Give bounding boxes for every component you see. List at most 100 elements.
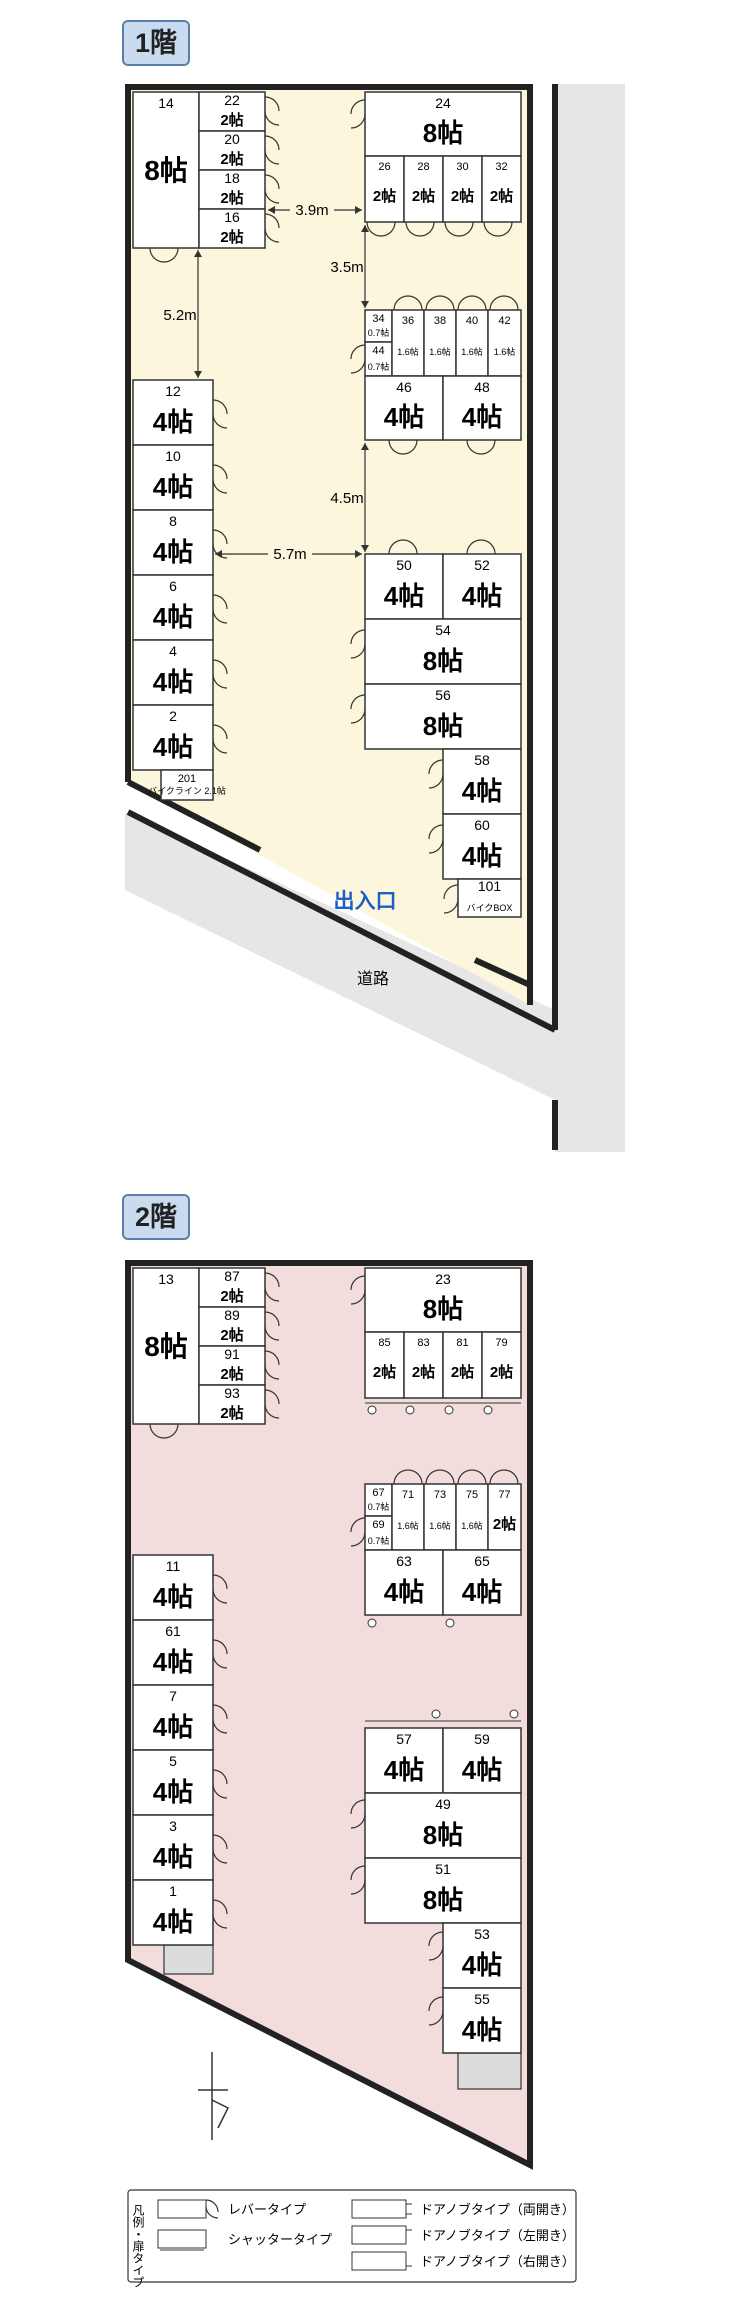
storage-unit-73[interactable]: 731.6帖 (423, 1483, 457, 1551)
storage-unit-36[interactable]: 361.6帖 (391, 309, 425, 377)
door-swing[interactable] (350, 694, 366, 724)
storage-unit-34[interactable]: 340.7帖 (364, 309, 393, 343)
door-swing[interactable] (350, 1865, 366, 1895)
door-swing[interactable] (149, 247, 179, 263)
storage-unit-40[interactable]: 401.6帖 (455, 309, 489, 377)
door-swing[interactable] (428, 1931, 444, 1961)
door-swing[interactable] (264, 96, 280, 126)
storage-unit-6[interactable]: 64帖 (132, 574, 214, 641)
door-swing[interactable] (212, 1704, 228, 1734)
storage-unit-4[interactable]: 44帖 (132, 639, 214, 706)
storage-unit-5[interactable]: 54帖 (132, 1749, 214, 1816)
door-swing[interactable] (212, 1769, 228, 1799)
door-swing[interactable] (457, 295, 487, 311)
door-swing[interactable] (393, 1469, 423, 1485)
door-swing[interactable] (264, 174, 280, 204)
door-swing[interactable] (428, 1996, 444, 2026)
door-swing[interactable] (457, 1469, 487, 1485)
storage-unit-1[interactable]: 14帖 (132, 1879, 214, 1946)
door-swing[interactable] (405, 221, 435, 237)
door-swing[interactable] (350, 1275, 366, 1305)
storage-unit-71[interactable]: 711.6帖 (391, 1483, 425, 1551)
door-swing[interactable] (444, 221, 474, 237)
storage-unit-8[interactable]: 84帖 (132, 509, 214, 576)
door-swing[interactable] (466, 539, 496, 555)
door-swing[interactable] (149, 1423, 179, 1439)
door-swing[interactable] (264, 135, 280, 165)
door-swing[interactable] (483, 221, 513, 237)
storage-unit-42[interactable]: 421.6帖 (487, 309, 522, 377)
door-swing[interactable] (212, 1639, 228, 1669)
door-swing[interactable] (212, 464, 228, 494)
door-swing[interactable] (388, 439, 418, 455)
storage-unit-2[interactable]: 24帖 (132, 704, 214, 771)
door-swing[interactable] (366, 221, 396, 237)
door-swing[interactable] (425, 295, 455, 311)
storage-unit-7[interactable]: 74帖 (132, 1684, 214, 1751)
door-swing[interactable] (350, 629, 366, 659)
door-swing[interactable] (212, 399, 228, 429)
storage-unit-75[interactable]: 751.6帖 (455, 1483, 489, 1551)
door-swing[interactable] (428, 824, 444, 854)
door-swing[interactable] (212, 1899, 228, 1929)
door-swing[interactable] (428, 759, 444, 789)
door-swing[interactable] (489, 295, 519, 311)
door-swing[interactable] (350, 344, 366, 374)
door-swing[interactable] (443, 884, 459, 914)
door-swing[interactable] (212, 659, 228, 689)
door-swing[interactable] (212, 724, 228, 754)
door-swing[interactable] (489, 1469, 519, 1485)
storage-unit-38[interactable]: 381.6帖 (423, 309, 457, 377)
door-swing[interactable] (388, 539, 418, 555)
storage-unit-69[interactable]: 690.7帖 (364, 1515, 393, 1551)
door-swing[interactable] (264, 213, 280, 243)
door-swing[interactable] (264, 1389, 280, 1419)
storage-unit-44[interactable]: 440.7帖 (364, 341, 393, 377)
door-swing[interactable] (393, 295, 423, 311)
door-swing[interactable] (350, 99, 366, 129)
door-swing[interactable] (212, 1574, 228, 1604)
door-swing[interactable] (264, 1350, 280, 1380)
